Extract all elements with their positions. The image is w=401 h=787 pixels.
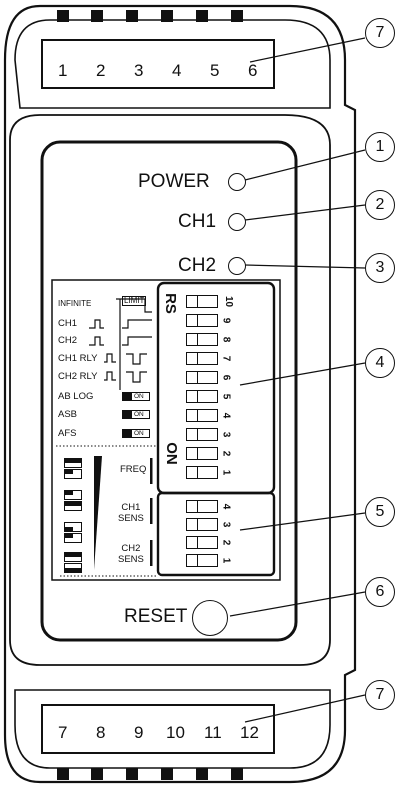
callout-2: 2 bbox=[365, 190, 395, 220]
sens-pattern-1-icon bbox=[64, 458, 82, 468]
sens-pattern-4b-icon bbox=[64, 563, 82, 573]
terminal-6: 6 bbox=[248, 61, 258, 80]
mode-asb: ASB bbox=[58, 409, 78, 420]
mode-infinite: INFINITE bbox=[58, 299, 92, 308]
ch1-sens-label: CH1 SENS bbox=[118, 502, 144, 525]
ch2-sens-label: CH2 SENS bbox=[118, 543, 144, 566]
mode-ab-log: AB LOG bbox=[58, 391, 94, 402]
power-label: POWER bbox=[138, 171, 210, 192]
terminal-12: 12 bbox=[240, 723, 259, 742]
terminal-3: 3 bbox=[134, 61, 144, 80]
mode-ch1: CH1 bbox=[58, 318, 78, 329]
freq-label: FREQ bbox=[120, 464, 147, 475]
rs-label: RS bbox=[161, 293, 179, 314]
terminal-4: 4 bbox=[172, 61, 182, 80]
terminal-7: 7 bbox=[58, 723, 68, 742]
mode-ch2: CH2 bbox=[58, 335, 78, 346]
afs-switch: ON bbox=[122, 429, 150, 438]
mode-ch1-rly: CH1 RLY bbox=[58, 353, 98, 364]
sens-pattern-3-icon bbox=[64, 522, 82, 532]
callout-7-top: 7 bbox=[365, 18, 395, 48]
callout-1: 1 bbox=[365, 132, 395, 162]
sens-pattern-1b-icon bbox=[64, 469, 82, 479]
ch2-label: CH2 bbox=[178, 255, 217, 276]
callout-3: 3 bbox=[365, 253, 395, 283]
reset-label: RESET bbox=[124, 606, 188, 627]
mode-afs: AFS bbox=[58, 428, 77, 439]
sens-pattern-3b-icon bbox=[64, 533, 82, 543]
terminal-11: 11 bbox=[204, 723, 222, 742]
ch1-label: CH1 bbox=[178, 211, 217, 232]
power-led-icon bbox=[228, 173, 246, 191]
terminal-2: 2 bbox=[96, 61, 106, 80]
terminal-1: 1 bbox=[58, 61, 68, 80]
on-label: ON bbox=[162, 442, 180, 465]
terminal-10: 10 bbox=[166, 723, 185, 742]
callout-6: 6 bbox=[365, 577, 395, 607]
callout-7-bottom: 7 bbox=[365, 680, 395, 710]
ch2-led-icon bbox=[228, 257, 246, 275]
sens-pattern-2b-icon bbox=[64, 501, 82, 511]
mode-limit: LIMIT bbox=[122, 296, 147, 306]
terminal-9: 9 bbox=[134, 723, 144, 742]
asb-switch: ON bbox=[122, 410, 150, 419]
callout-4: 4 bbox=[365, 348, 395, 378]
ch1-led-icon bbox=[228, 213, 246, 231]
sens-pattern-2-icon bbox=[64, 490, 82, 500]
terminal-8: 8 bbox=[96, 723, 106, 742]
terminal-5: 5 bbox=[210, 61, 220, 80]
callout-5: 5 bbox=[365, 497, 395, 527]
ab-log-switch: ON bbox=[122, 392, 150, 401]
mode-ch2-rly: CH2 RLY bbox=[58, 371, 98, 382]
sens-pattern-4-icon bbox=[64, 552, 82, 562]
reset-button[interactable] bbox=[192, 600, 228, 636]
